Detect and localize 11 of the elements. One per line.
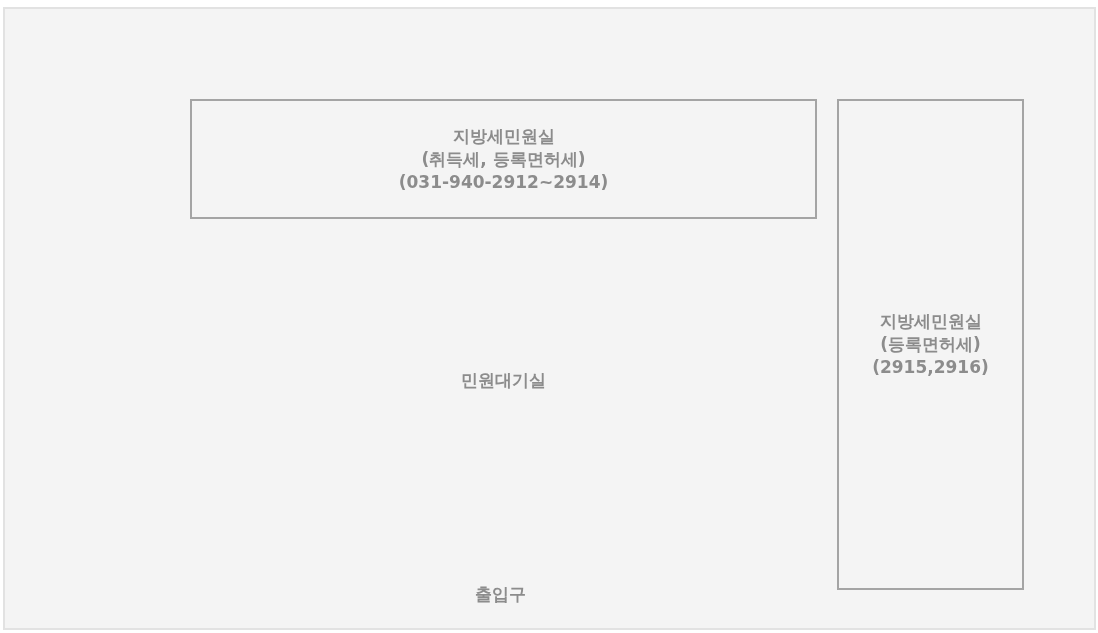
tax-types: (등록면허세) (880, 333, 981, 356)
room-name: 민원대기실 (459, 369, 547, 392)
entrance-label: 출입구 (473, 583, 527, 606)
office-box (190, 99, 817, 219)
office-box (837, 99, 1024, 590)
phone-number: (031-940-2912~2914) (398, 170, 609, 194)
phone-number: (2915,2916) (872, 356, 989, 379)
office-name: 지방세민원실 (452, 124, 555, 148)
tax-types: (취득세, 등록면허세) (421, 147, 586, 171)
office-name: 지방세민원실 (879, 310, 982, 333)
waiting-room-outline (3, 7, 1096, 630)
